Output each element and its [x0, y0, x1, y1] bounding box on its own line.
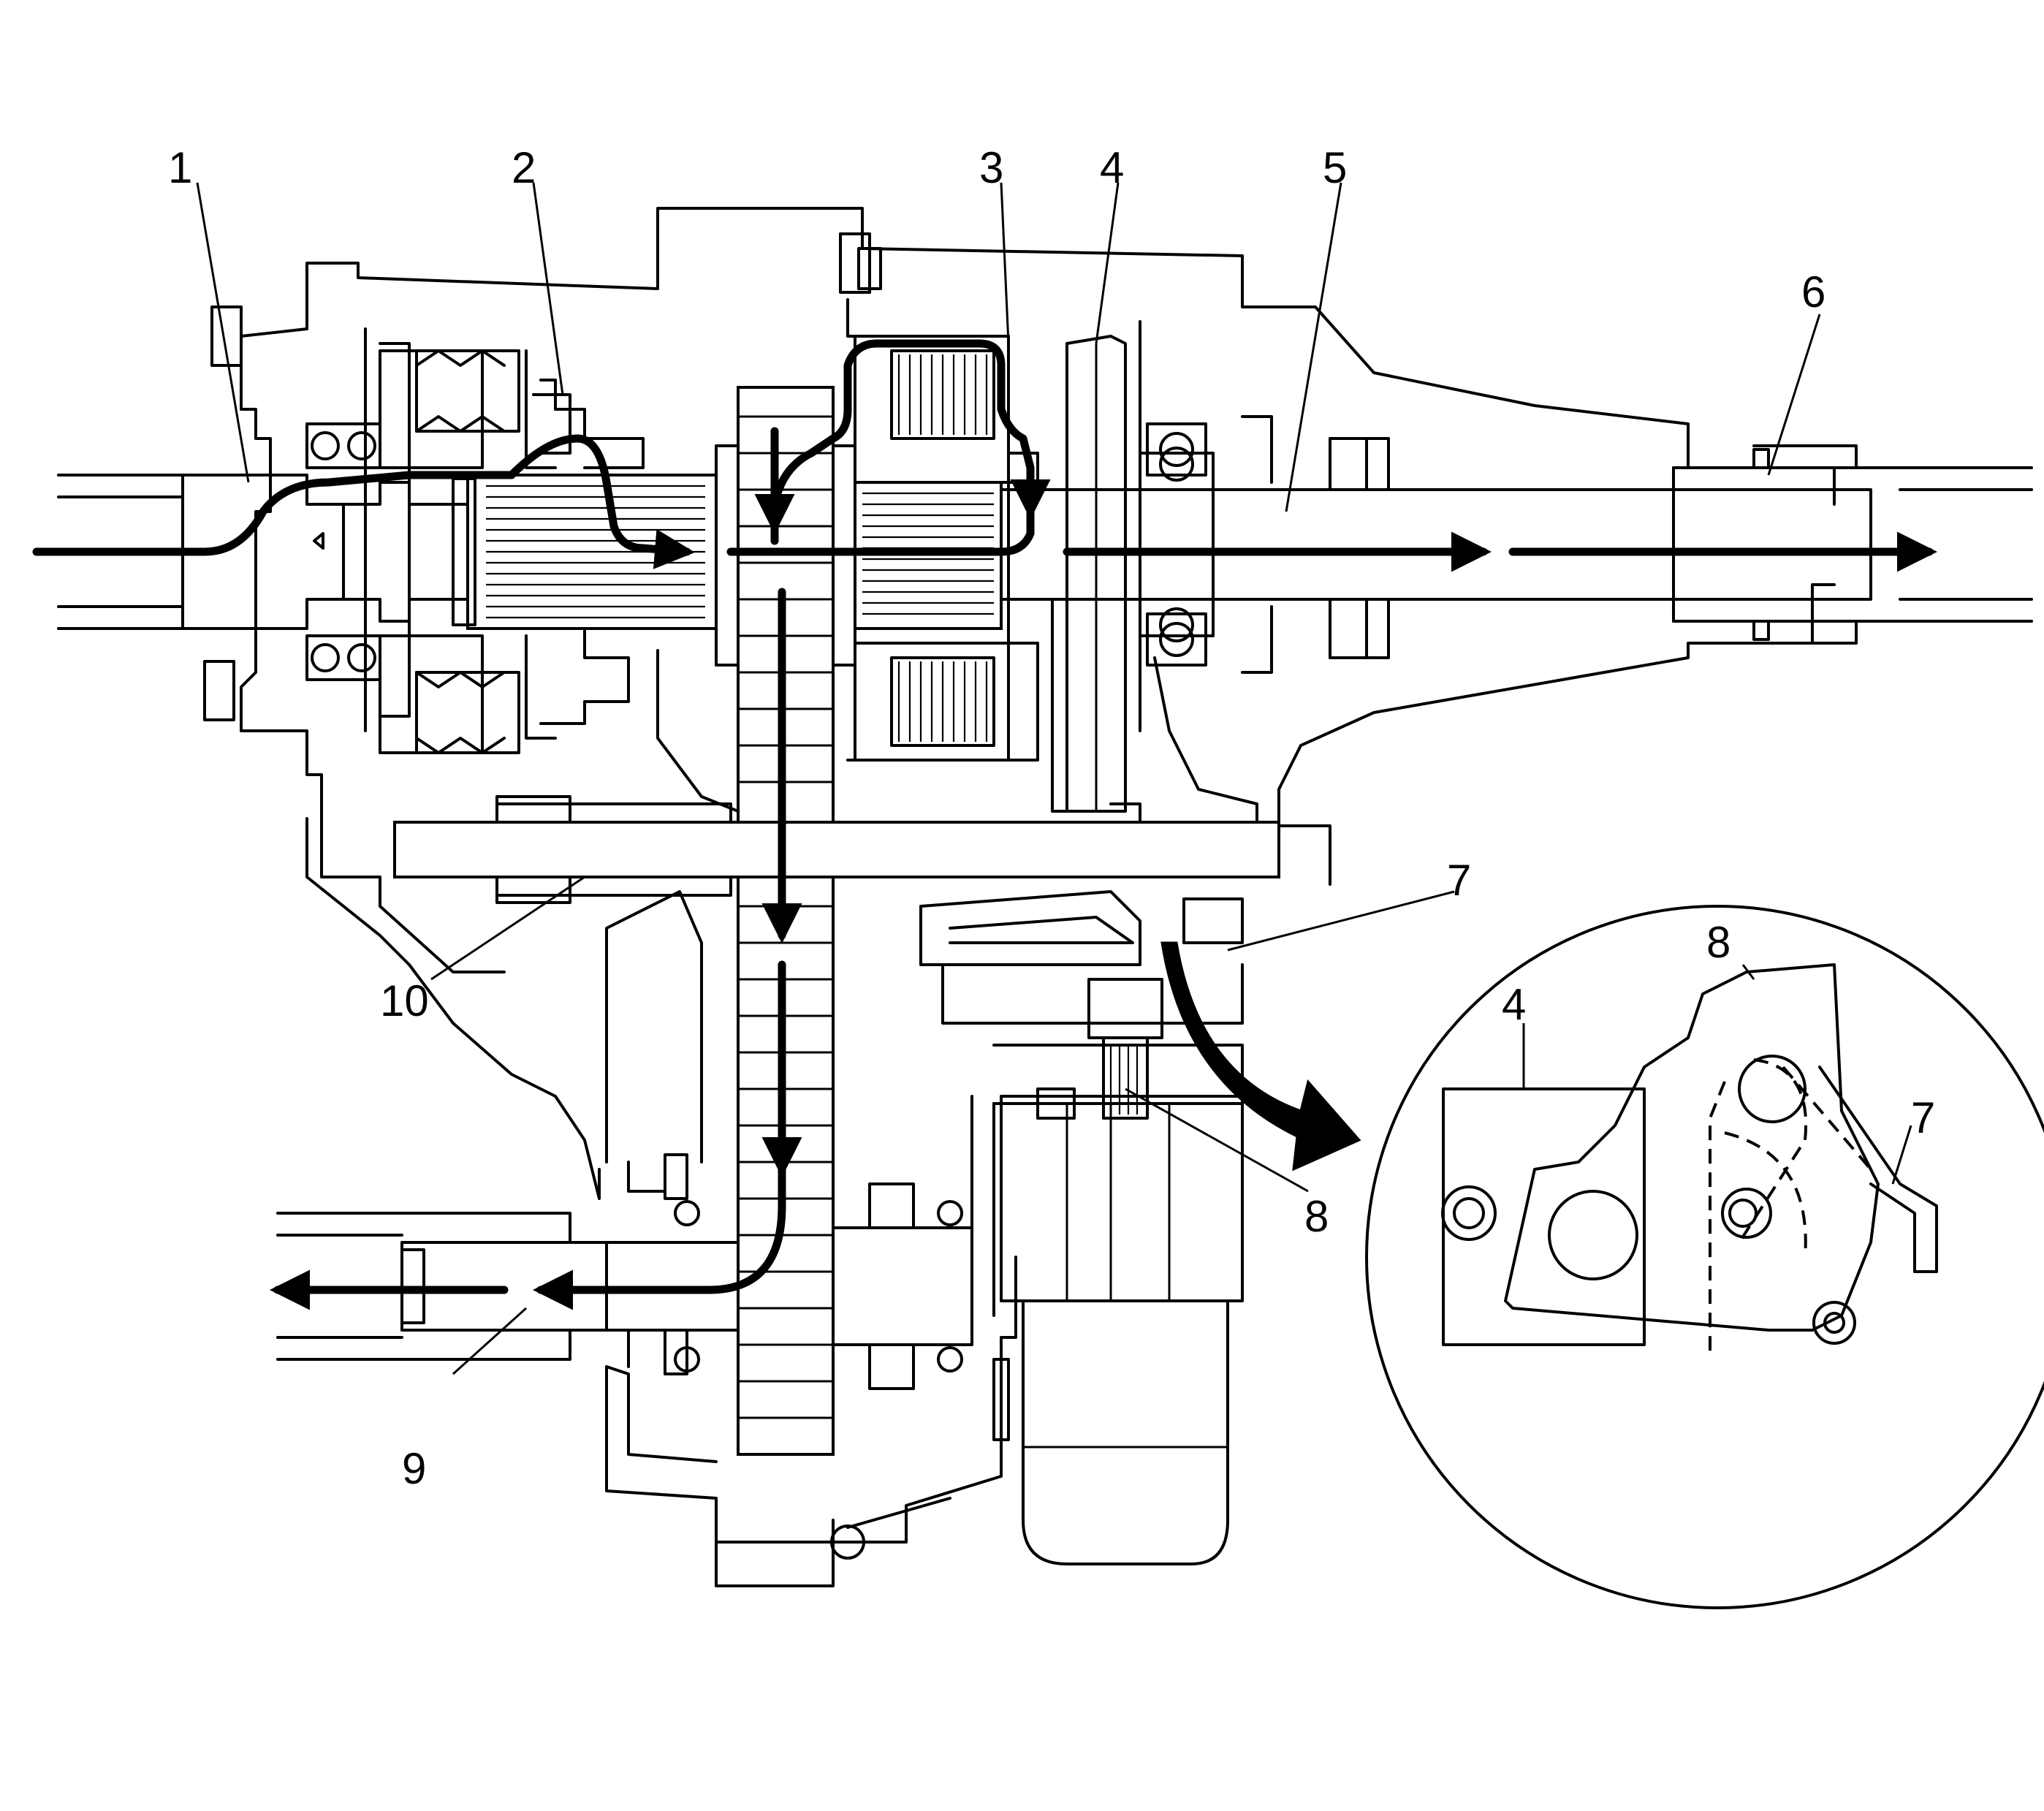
- front-output-shaft: [276, 1182, 973, 1390]
- leader-detail-8: [1741, 964, 1755, 980]
- leader-9: [452, 1307, 528, 1375]
- leader-8: [1125, 1087, 1309, 1193]
- callout-8: 8: [1304, 1192, 1329, 1241]
- leader-10: [430, 876, 585, 981]
- detail-callout-8: 8: [1706, 918, 1730, 967]
- transfer-case-housing: [240, 207, 1836, 1587]
- leader-4: [1095, 182, 1120, 344]
- leader-7: [1227, 890, 1455, 952]
- leader-3: [1000, 182, 1010, 344]
- clutch-apply-lever: [1065, 335, 1127, 813]
- detail-callout-4: 4: [1502, 980, 1526, 1029]
- rear-output-bearing: [1146, 422, 1207, 667]
- callout-5: 5: [1323, 143, 1347, 192]
- callout-4: 4: [1100, 143, 1124, 192]
- power-flow-path: [32, 339, 1937, 1310]
- callout-6: 6: [1801, 267, 1825, 316]
- leader-detail-7: [1891, 1125, 1912, 1185]
- leader-1: [196, 182, 250, 483]
- idler-shaft: [393, 795, 1280, 904]
- callout-labels: 1 2 3 4 5 6 7 8 9 10 4 8 7: [168, 143, 1935, 1493]
- callout-1: 1: [168, 143, 192, 192]
- callout-9: 9: [402, 1444, 426, 1493]
- leader-5: [1285, 182, 1342, 512]
- callout-10: 10: [380, 976, 429, 1025]
- callout-2: 2: [512, 143, 536, 192]
- leader-6: [1767, 314, 1821, 476]
- range-shift-fork: [532, 379, 645, 725]
- detail-pointer-arrow: [1160, 941, 1361, 1172]
- detail-callout-7: 7: [1911, 1093, 1935, 1142]
- rear-output-shaft: [1000, 415, 1872, 674]
- rear-output-yoke: [1672, 444, 2033, 645]
- planetary-gear-set: [379, 349, 557, 754]
- shift-motor-assembly: [919, 890, 1244, 1565]
- callout-3: 3: [979, 143, 1003, 192]
- leader-2: [532, 182, 564, 395]
- callout-leaders: [196, 182, 1912, 1375]
- callout-7: 7: [1447, 856, 1471, 905]
- detail-inset: [1365, 905, 2044, 1609]
